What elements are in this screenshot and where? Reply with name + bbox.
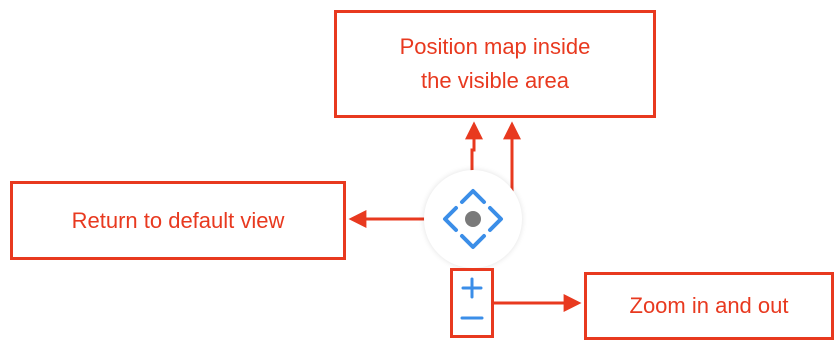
return-default-view-callout: Return to default view: [10, 181, 346, 260]
chevron-down-icon[interactable]: [460, 234, 486, 249]
position-map-callout-line2: the visible area: [421, 68, 569, 93]
minus-icon: [460, 316, 484, 320]
position-map-callout-line1: Position map inside: [399, 34, 591, 59]
chevron-up-icon[interactable]: [460, 189, 486, 204]
plus-icon: [461, 277, 483, 299]
chevron-left-icon[interactable]: [443, 206, 458, 232]
return-default-view-callout-text: Return to default view: [71, 207, 285, 233]
zoom-control: [450, 268, 494, 338]
chevron-right-icon[interactable]: [488, 206, 503, 232]
zoom-in-button[interactable]: [453, 273, 491, 303]
position-map-callout: Position map inside the visible area: [334, 10, 656, 118]
center-dot-icon[interactable]: [465, 211, 481, 227]
zoom-out-button[interactable]: [453, 303, 491, 333]
zoom-callout: Zoom in and out: [584, 272, 834, 340]
navigation-control[interactable]: [424, 170, 522, 268]
zoom-callout-text: Zoom in and out: [629, 293, 789, 318]
navigation-control-glyphs: [443, 189, 503, 249]
